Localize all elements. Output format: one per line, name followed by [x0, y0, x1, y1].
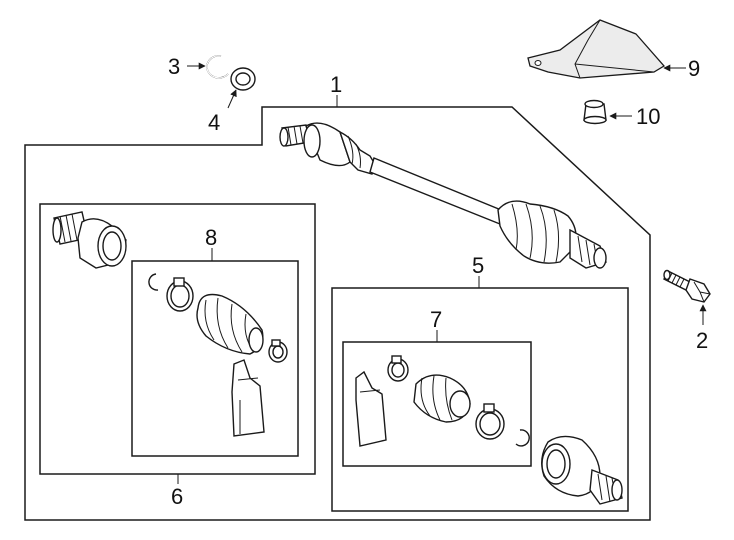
- callout-6: 6: [171, 484, 183, 509]
- snap-ring-part-3: [206, 55, 229, 79]
- bolt-part-2: [663, 269, 711, 303]
- callout-3: 3: [168, 54, 180, 79]
- callout-7: 7: [430, 307, 442, 332]
- inner-joint-part-6: [52, 211, 127, 269]
- callout-5: 5: [472, 253, 484, 278]
- washer-part-4: [230, 67, 256, 91]
- callout-2: 2: [696, 328, 708, 353]
- leader-4: [227, 89, 237, 109]
- callout-4: 4: [208, 110, 220, 135]
- callout-10: 10: [636, 104, 660, 129]
- plug-part-10: [583, 99, 607, 125]
- callout-9: 9: [688, 56, 700, 81]
- box-5: [331, 287, 629, 512]
- assembly-outline-1: [24, 106, 651, 521]
- box-8: [131, 260, 299, 457]
- callout-1: 1: [330, 72, 342, 97]
- outer-boot-kit-part-7: [355, 355, 530, 447]
- heat-shield-part-9: [527, 19, 666, 79]
- axle-shaft-assembly-part-1: [279, 122, 607, 269]
- callout-8: 8: [205, 225, 217, 250]
- outer-joint-part-5: [541, 435, 623, 505]
- inner-boot-kit-part-8: [148, 273, 288, 437]
